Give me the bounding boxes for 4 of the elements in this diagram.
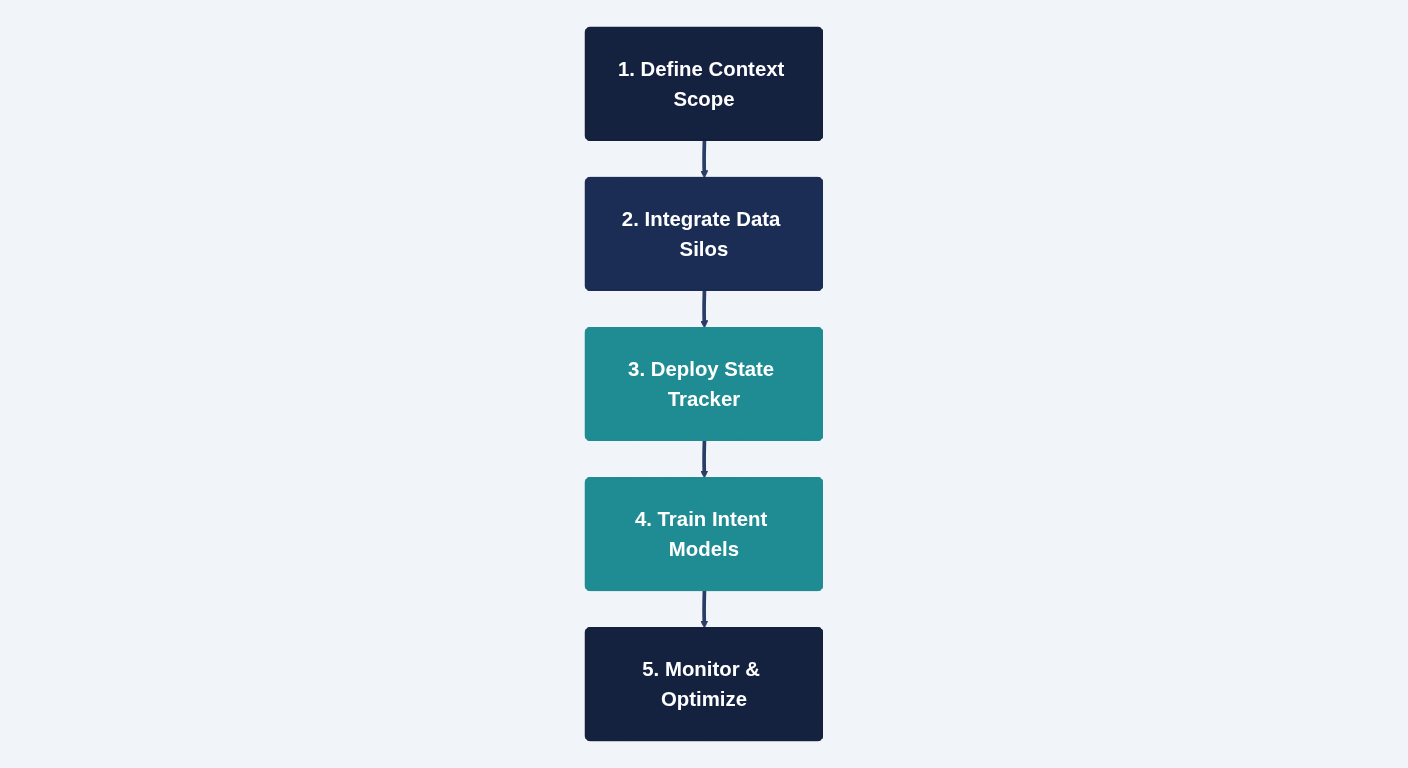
arrow: [700, 440, 709, 479]
arrow: [700, 590, 709, 629]
arrow: [700, 290, 709, 329]
arrow: [700, 140, 709, 179]
